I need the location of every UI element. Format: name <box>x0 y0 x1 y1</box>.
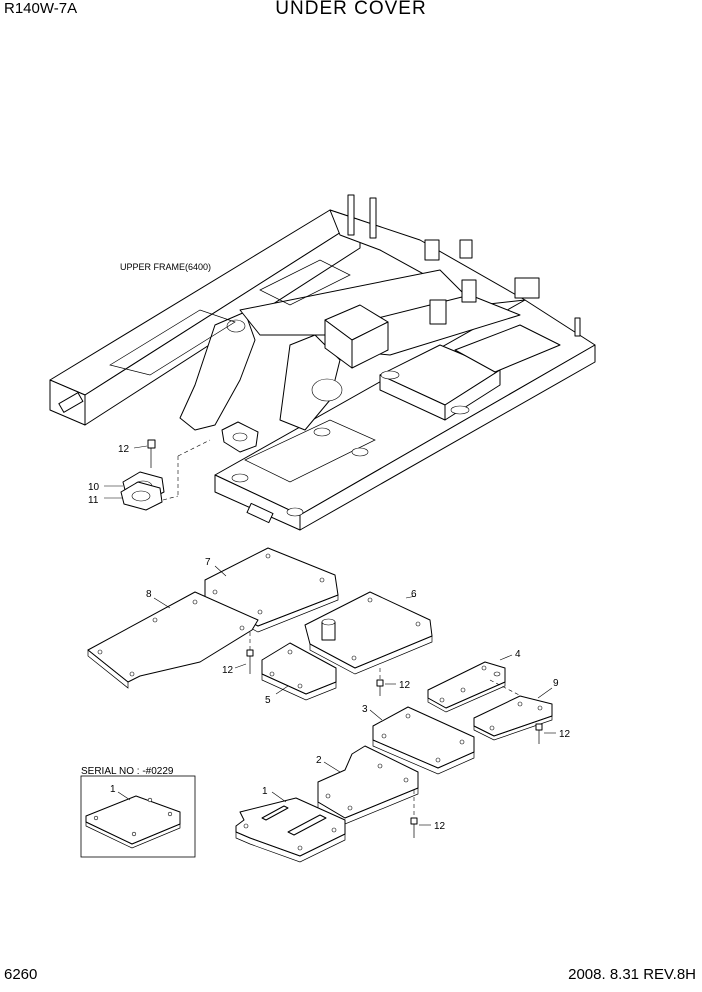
upper-frame-drawing <box>49 194 596 531</box>
callout-9: 9 <box>553 678 559 689</box>
cover-part-1 <box>235 791 346 863</box>
callout-10: 10 <box>88 482 100 493</box>
callout-12b: 12 <box>222 665 234 676</box>
cover-part-5 <box>261 642 396 701</box>
cover-part-8 <box>87 591 259 689</box>
serial-inset <box>80 775 196 858</box>
page-title: UNDER COVER <box>275 0 427 19</box>
callout-1: 1 <box>262 786 268 797</box>
cover-part-6 <box>304 591 433 680</box>
revision-date: 2008. 8.31 REV.8H <box>568 966 696 983</box>
page-number: 6260 <box>4 966 38 983</box>
cover-part-9 <box>473 687 556 744</box>
callout-11: 11 <box>88 495 99 506</box>
serial-label: SERIAL NO : -#0229 <box>81 766 174 777</box>
callout-1b: 1 <box>110 784 116 795</box>
model-number: R140W-7A <box>4 0 78 17</box>
callout-7: 7 <box>205 557 211 568</box>
callout-3: 3 <box>362 704 368 715</box>
callout-12a: 12 <box>118 444 130 455</box>
cover-part-2 <box>317 745 431 838</box>
callout-12d: 12 <box>559 729 571 740</box>
callout-8: 8 <box>146 589 152 600</box>
callout-12e: 12 <box>434 821 446 832</box>
mount-plate-group <box>104 439 211 511</box>
upper-frame-label: UPPER FRAME(6400) <box>120 262 211 272</box>
callout-2: 2 <box>316 755 322 766</box>
callout-4: 4 <box>515 649 521 660</box>
callout-6: 6 <box>411 589 417 600</box>
callout-5: 5 <box>265 695 271 706</box>
callout-12c: 12 <box>399 680 411 691</box>
cover-part-3 <box>369 706 475 775</box>
cover-part-4 <box>427 654 526 713</box>
